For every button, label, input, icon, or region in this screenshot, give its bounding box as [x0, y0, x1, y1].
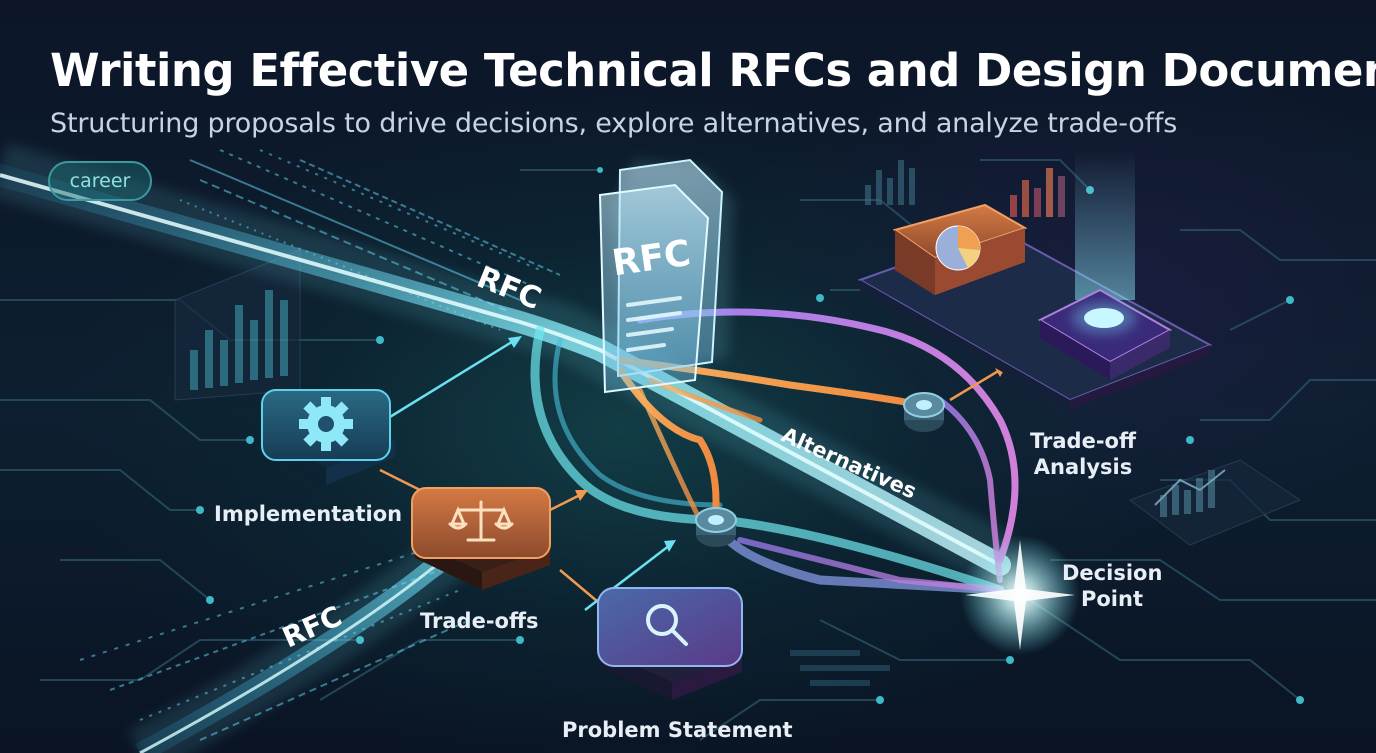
tradeoff-analysis-label-line1: Trade-off	[1030, 429, 1136, 453]
tradeoff-analysis-platform	[857, 203, 1213, 410]
tradeoff-analysis-label: Trade-off Analysis	[1028, 428, 1138, 480]
junction-knob-upper	[903, 392, 945, 432]
tradeoffs-label: Trade-offs	[420, 609, 539, 633]
page-subtitle: Structuring proposals to drive decisions…	[50, 108, 1178, 139]
pie-chart-icon	[935, 225, 981, 271]
problem-statement-label: Problem Statement	[562, 718, 793, 742]
arrow-heads	[508, 336, 676, 552]
magnifier-icon	[646, 604, 688, 646]
bg-chart-right	[1128, 459, 1302, 546]
bg-chart-bottom	[790, 650, 890, 686]
tradeoff-analysis-label-line2: Analysis	[1033, 455, 1133, 479]
problem-statement-tile	[597, 587, 743, 700]
scales-icon	[448, 500, 514, 542]
decision-point-label-line2: Point	[1080, 587, 1143, 611]
bg-chart-top-right	[1010, 168, 1065, 217]
decision-point-label: Decision Point	[1062, 560, 1162, 612]
bg-chart-top-center	[865, 160, 915, 205]
document-icon: RFC	[598, 158, 734, 394]
glow-platform-icon	[1037, 150, 1173, 380]
category-tag[interactable]: career	[48, 161, 152, 201]
upper-rfc-stream	[0, 143, 1013, 585]
decision-point-label-line1: Decision	[1062, 561, 1163, 585]
gear-icon	[299, 397, 353, 451]
circuit-nodes	[196, 167, 1304, 704]
implementation-label: Implementation	[214, 502, 403, 526]
decision-point-flare	[960, 535, 1080, 655]
junction-knob-lower	[695, 507, 737, 547]
page-title: Writing Effective Technical RFCs and Des…	[50, 44, 1376, 97]
